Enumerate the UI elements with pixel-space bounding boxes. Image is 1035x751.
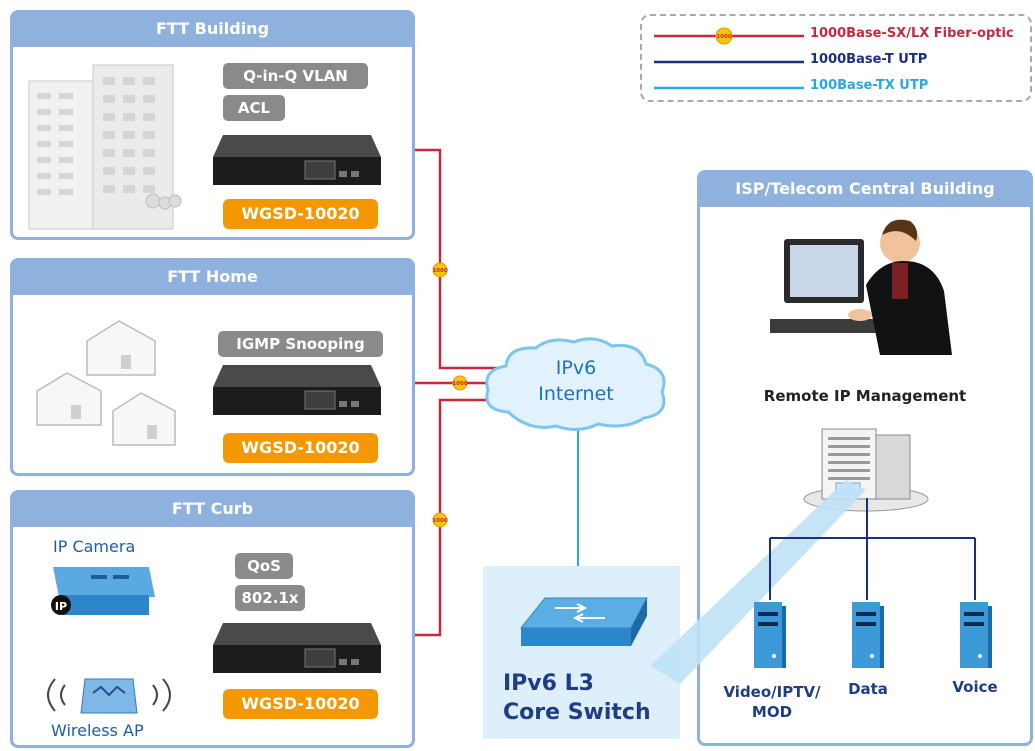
fiber-badge-3: 1000 <box>432 512 448 528</box>
svg-text:1000: 1000 <box>432 518 447 524</box>
switch-icon <box>213 365 381 415</box>
server-icon <box>960 602 992 668</box>
fiber-badge-2: 1000 <box>452 375 468 391</box>
ap-label: Wireless AP <box>51 721 144 740</box>
legend-utp1000-label: 1000Base-T UTP <box>810 52 928 67</box>
switch-icon <box>213 623 381 673</box>
svg-text:1000: 1000 <box>716 34 731 40</box>
tag-qos: QoS <box>235 553 293 579</box>
svg-text:1000: 1000 <box>432 268 447 274</box>
server-label-video-line1: Video/IPTV/ <box>723 683 821 701</box>
legend-box: 1000 1000Base-SX/LX Fiber-optic 1000Base… <box>640 14 1032 102</box>
tag-igmp-snooping: IGMP Snooping <box>218 331 383 357</box>
panel-title: FTT Curb <box>13 493 412 527</box>
core-switch-area <box>483 566 680 739</box>
administrator-icon <box>770 219 952 355</box>
office-building-icon <box>28 64 182 230</box>
server-label-video-line2: MOD <box>751 703 793 721</box>
panel-title: ISP/Telecom Central Building <box>700 173 1030 207</box>
camera-label: IP Camera <box>53 537 136 556</box>
core-switch-icon <box>519 597 648 646</box>
server-label-data: Data <box>848 680 888 698</box>
server-label-voice: Voice <box>952 678 998 696</box>
svg-text:IP: IP <box>55 600 67 613</box>
svg-text:Internet: Internet <box>538 383 613 405</box>
wireless-ap-icon <box>47 678 171 714</box>
panel-ftt-curb: FTT Curb IP Camera IP QoS 802.1x WGSD-10… <box>10 490 415 748</box>
server-icon <box>754 602 786 668</box>
panel-ftt-building: FTT Building Q-in-Q VLAN ACL <box>10 10 415 240</box>
server-label-video: Video/IPTV/ MOD <box>712 682 832 722</box>
ip-camera-icon: IP <box>51 567 155 615</box>
panel-title: FTT Building <box>13 13 412 47</box>
svg-text:1000: 1000 <box>452 381 467 387</box>
server-icon <box>852 602 884 668</box>
legend-lines: 1000 <box>654 27 804 90</box>
model-label: WGSD-10020 <box>223 433 378 463</box>
tag-8021x: 802.1x <box>235 585 305 611</box>
houses-icon <box>36 320 176 446</box>
fiber-badge-1: 1000 <box>432 262 448 278</box>
internet-cloud-icon: IPv6 Internet <box>485 337 666 431</box>
svg-text:IPv6: IPv6 <box>556 357 596 379</box>
model-label: WGSD-10020 <box>223 689 378 719</box>
panel-ftt-home: FTT Home IGMP Snooping WGSD-10020 <box>10 258 415 476</box>
core-switch-label-1: IPv6 L3 <box>503 671 594 696</box>
core-switch-label-2: Core Switch <box>503 700 651 725</box>
tag-acl: ACL <box>223 95 285 121</box>
remote-management-label: Remote IP Management <box>763 387 967 405</box>
model-label: WGSD-10020 <box>223 199 378 229</box>
switch-icon <box>213 135 381 185</box>
panel-title: FTT Home <box>13 261 412 295</box>
tag-q-in-q-vlan: Q-in-Q VLAN <box>223 63 368 89</box>
legend-fiber-label: 1000Base-SX/LX Fiber-optic <box>810 26 1014 41</box>
legend-utp100-label: 100Base-TX UTP <box>810 78 929 93</box>
